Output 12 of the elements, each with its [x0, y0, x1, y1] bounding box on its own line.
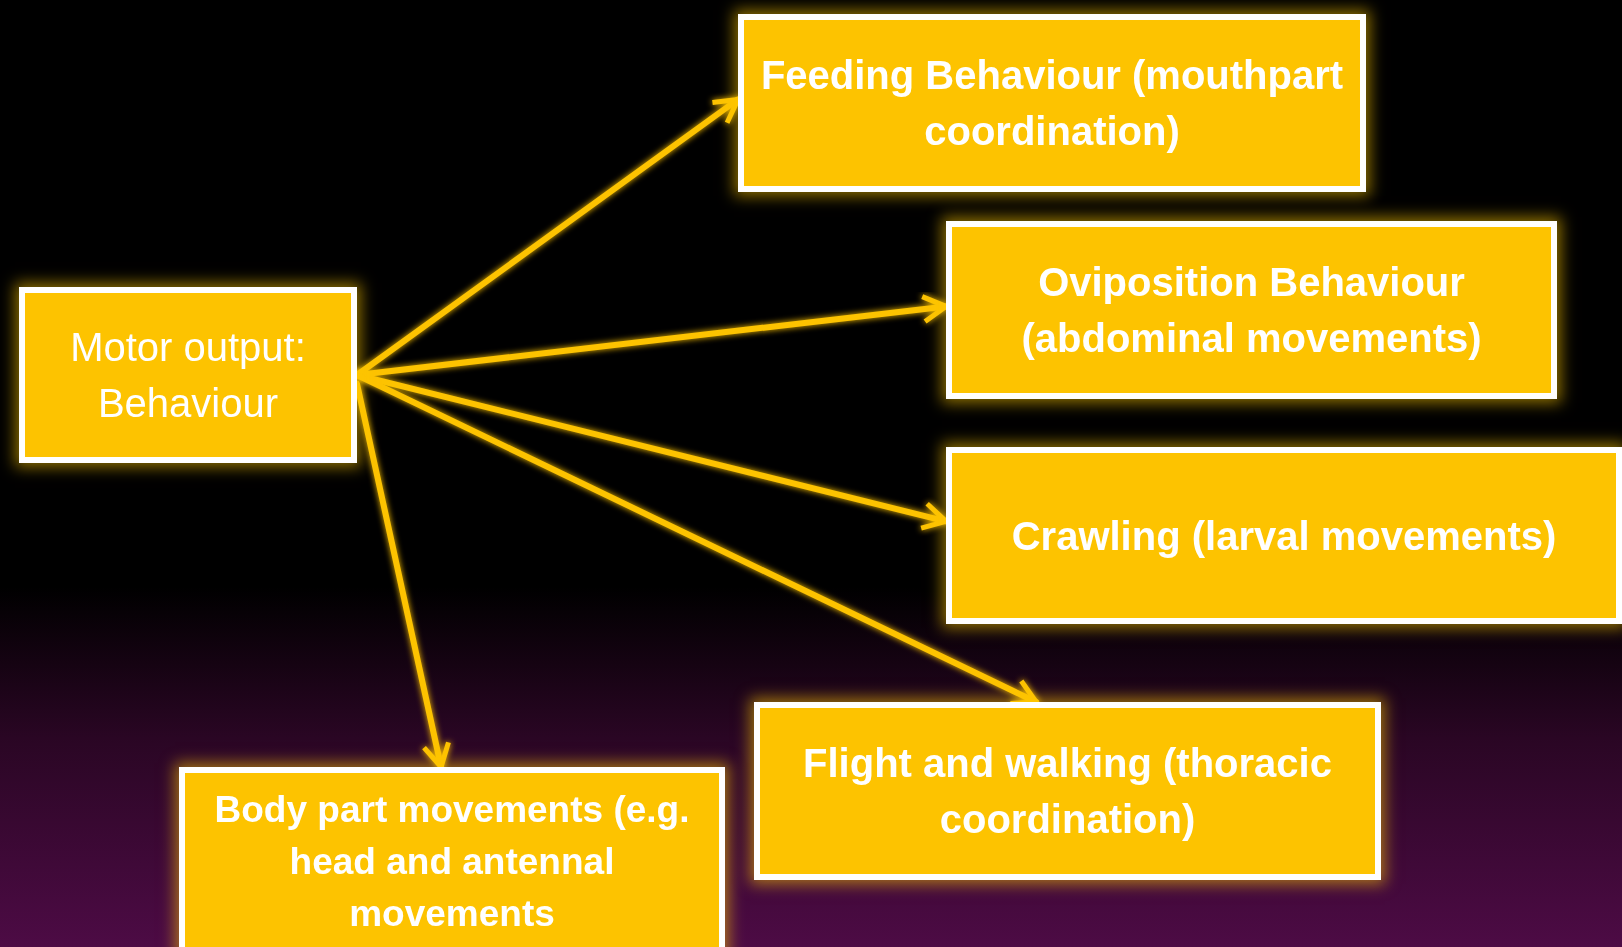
process-box — [754, 702, 1381, 880]
box-label: Flight and walking (thoracic coordination) — [802, 740, 1333, 843]
box-label: Feeding Behaviour (mouthpart coordination) — [759, 52, 1345, 155]
process-box — [179, 767, 725, 947]
process-box — [738, 14, 1366, 192]
box-label: Body part movements (e.g. head and antennal movements — [213, 788, 691, 936]
process-box — [946, 221, 1557, 399]
process-box — [946, 447, 1622, 624]
box-label: Crawling (larval movements) — [1011, 512, 1557, 560]
box-label: Oviposition Behaviour (abdominal movements) — [1020, 259, 1483, 362]
process-box — [19, 287, 357, 463]
box-label: Motor output: Behaviour — [69, 324, 307, 427]
